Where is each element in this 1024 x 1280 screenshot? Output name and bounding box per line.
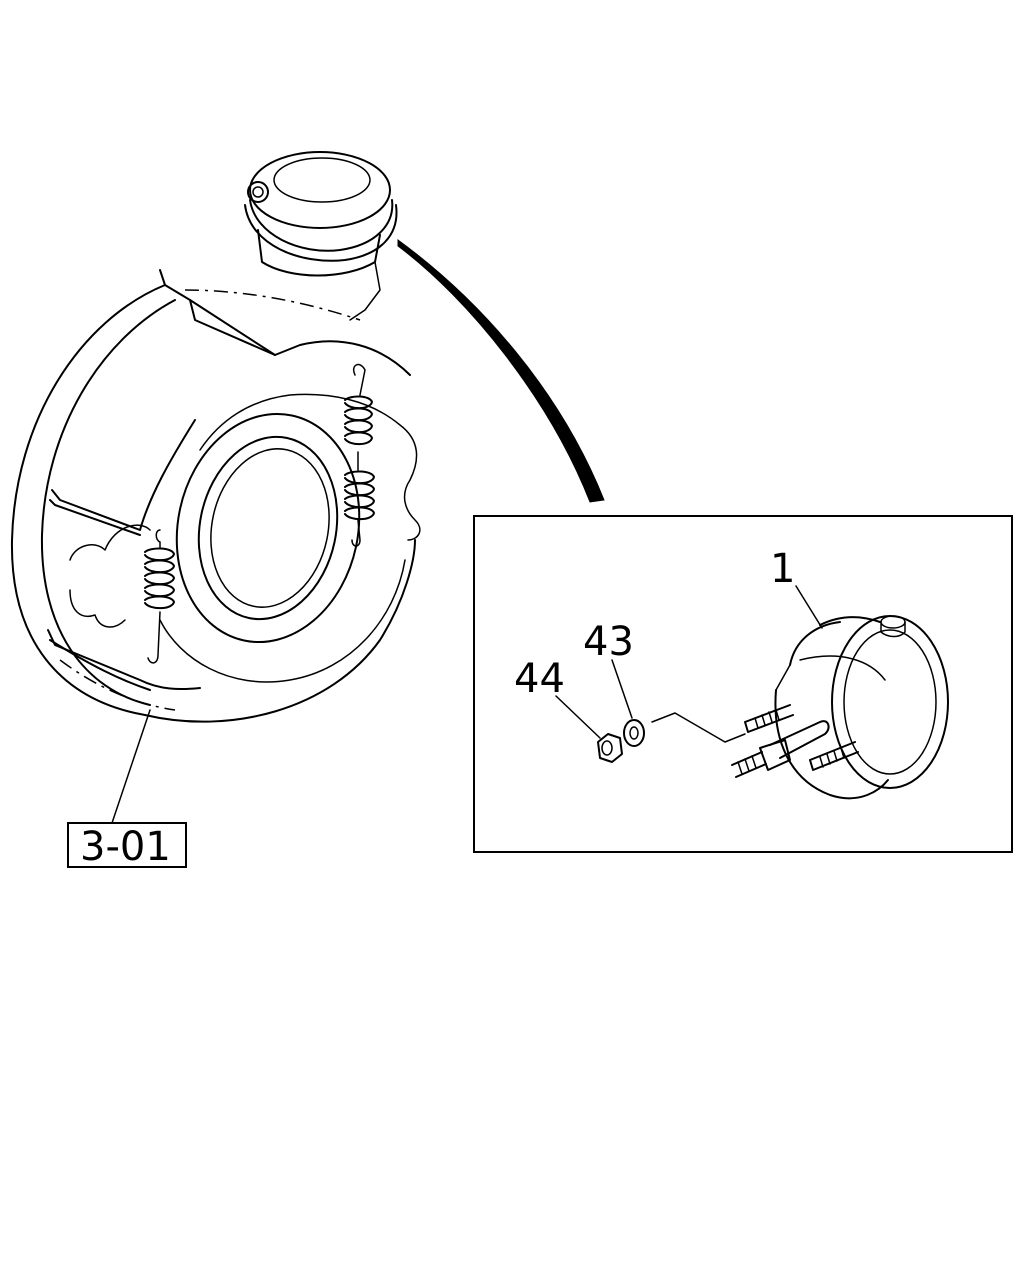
detail-box: 1 43 44 — [473, 515, 1013, 853]
callout-part-1: 1 — [770, 546, 795, 592]
section-ref-box — [67, 822, 187, 868]
lower-spring — [144, 529, 175, 664]
callout-part-44: 44 — [514, 656, 565, 702]
section-ref-label[interactable]: 3-01 — [80, 824, 171, 870]
middle-spring — [344, 451, 375, 547]
detail-leader — [397, 239, 605, 503]
brake-assembly — [10, 269, 421, 723]
brake-chamber-top — [244, 151, 398, 321]
callout-part-43: 43 — [583, 619, 634, 665]
upper-spring — [344, 363, 373, 446]
brake-chamber-part — [731, 615, 949, 800]
washer-part — [623, 719, 645, 747]
nut-part — [597, 733, 623, 763]
